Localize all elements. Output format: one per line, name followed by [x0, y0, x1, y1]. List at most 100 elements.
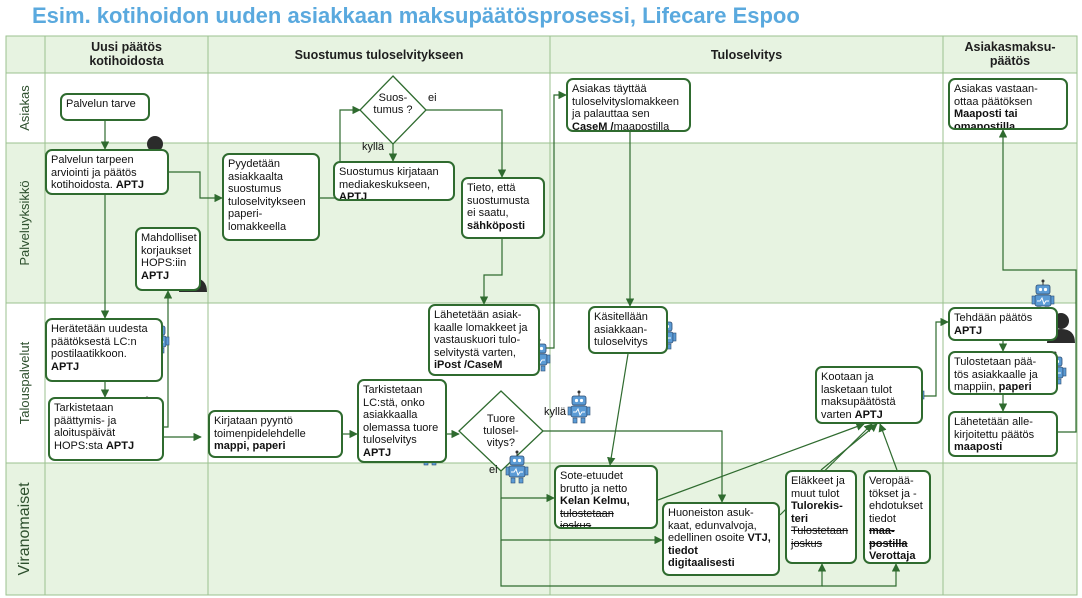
box-text: Sote-etuudet — [560, 470, 623, 482]
box-text: Veropää- — [869, 475, 914, 487]
box-text: APTJ — [954, 324, 983, 337]
lane-label-l2: Palveluyksikkö — [17, 180, 32, 266]
box-line: aloituspäivät — [54, 427, 158, 440]
box-line: Pyydetään — [228, 158, 314, 171]
column-header-c4: Asiakasmaksu-päätös — [964, 40, 1056, 68]
box-text: Herätetään uudesta — [51, 323, 148, 335]
box-text: Tehdään päätös — [954, 312, 1033, 324]
box-text: selvitystä varten, — [434, 346, 516, 359]
box-text: vastauskuori tulo- — [434, 334, 521, 346]
box-line: päätöksestä LC:n — [51, 336, 157, 349]
box-line: päättymis- ja — [54, 415, 158, 428]
box-text: kaalle lomakkeet ja — [434, 321, 528, 334]
box-line: maksupäätöstä — [821, 396, 917, 409]
box-line: tuloselvitys — [363, 434, 441, 447]
box-line: asiakkaalla — [363, 409, 441, 422]
box-line: korjaukset — [141, 245, 195, 258]
box-text: Palvelun tarpeen — [51, 154, 134, 166]
box-text: Kelan Kelmu, — [560, 495, 630, 507]
box-text: Lähetetään alle- — [954, 416, 1033, 428]
box-text: digitaalisesti — [668, 557, 735, 569]
box-text: mediakeskukseen, — [339, 178, 431, 191]
box-text: teri — [791, 512, 809, 525]
box-text: ja palauttaa sen — [572, 108, 650, 120]
box-line: brutto ja netto — [560, 483, 652, 496]
box-line: Palvelun tarpeen — [51, 154, 163, 167]
box-line: Kootaan ja — [821, 371, 917, 384]
box-text: paperi- — [228, 208, 263, 220]
box-line: maa- — [869, 525, 925, 538]
box-line: Verottaja — [869, 550, 925, 562]
box-line: teri — [791, 513, 851, 526]
box-text: maaposti — [954, 441, 1003, 453]
box-text: Tarkistetaan — [54, 402, 114, 414]
box-line: omapostilla — [954, 120, 1062, 130]
box-text: Huoneiston asuk- — [668, 507, 754, 519]
box-text: Palvelun tarve — [66, 98, 136, 110]
decision-text-d1: Suos- tumus ? — [373, 92, 413, 116]
box-line: arviointi ja päätös — [51, 167, 163, 180]
box-text: Tarkistetaan — [363, 384, 423, 396]
box-line: Tehdään päätös — [954, 312, 1052, 325]
box-text: Asiakas täyttää — [572, 83, 647, 95]
box-text: tiedot — [869, 512, 896, 525]
box-text: LC:stä, onko — [363, 396, 425, 409]
box-line: kaat, edunvalvoja, — [668, 520, 774, 533]
connector-arrow — [998, 129, 1077, 433]
box-text: olemassa tuore — [363, 421, 439, 434]
connector-arrow — [822, 563, 901, 587]
box-line: toimenpidelehdelle — [214, 428, 337, 441]
process-box-b16: Huoneiston asuk-kaat, edunvalvoja,edelli… — [662, 502, 780, 576]
box-line: Lähetetään asiak- — [434, 309, 534, 322]
box-text: maksupäätöstä — [821, 396, 896, 408]
box-line: tuloselvitys — [594, 336, 662, 349]
box-line: CaseM /maapostilla — [572, 120, 685, 132]
box-text: APTJ — [141, 269, 170, 282]
edge-label-d2_yes: kyllä — [544, 406, 567, 418]
box-line: Asiakas vastaan- — [954, 83, 1062, 96]
box-text: Pyydetään — [228, 158, 280, 170]
box-line: kirjoitettu päätös — [954, 429, 1052, 442]
box-line: Kelan Kelmu, — [560, 495, 652, 508]
box-text: asiakkaalta — [228, 170, 284, 183]
box-text: Suostumus kirjataan — [339, 166, 439, 178]
box-text: aloituspäivät — [54, 427, 116, 439]
box-line: Eläkkeet ja — [791, 475, 851, 488]
box-text: Kootaan ja — [821, 371, 874, 383]
box-text: APTJ — [339, 191, 368, 201]
box-line: Asiakas täyttää — [572, 83, 685, 96]
box-text: maapostilla — [613, 120, 670, 132]
edge-label-d2_no: ei — [489, 464, 498, 476]
box-line: olemassa tuore — [363, 422, 441, 435]
box-line: Tulostetaan pää- — [954, 356, 1052, 369]
box-text: Tieto, että — [467, 182, 516, 194]
box-line: varten APTJ — [821, 409, 917, 422]
box-line: iPost /CaseM — [434, 359, 534, 372]
box-line: asiakkaan- — [594, 324, 662, 337]
box-text: omapostilla — [954, 120, 1016, 130]
box-text: kotihoidosta. — [51, 179, 116, 191]
box-line: muut tulot — [791, 488, 851, 501]
box-line: APTJ — [339, 191, 449, 201]
box-text: edellinen osoite — [668, 532, 748, 544]
box-text-bold: APTJ — [854, 408, 883, 421]
box-line: joskus — [791, 538, 851, 551]
box-text: kaat, edunvalvoja, — [668, 519, 757, 532]
connector-arrow — [320, 105, 361, 199]
box-line: ehdotukset — [869, 500, 925, 513]
box-line: edellinen osoite VTJ, — [668, 532, 774, 545]
box-text: HOPS:sta — [54, 439, 106, 452]
box-text: Tulostetaan — [791, 525, 849, 537]
